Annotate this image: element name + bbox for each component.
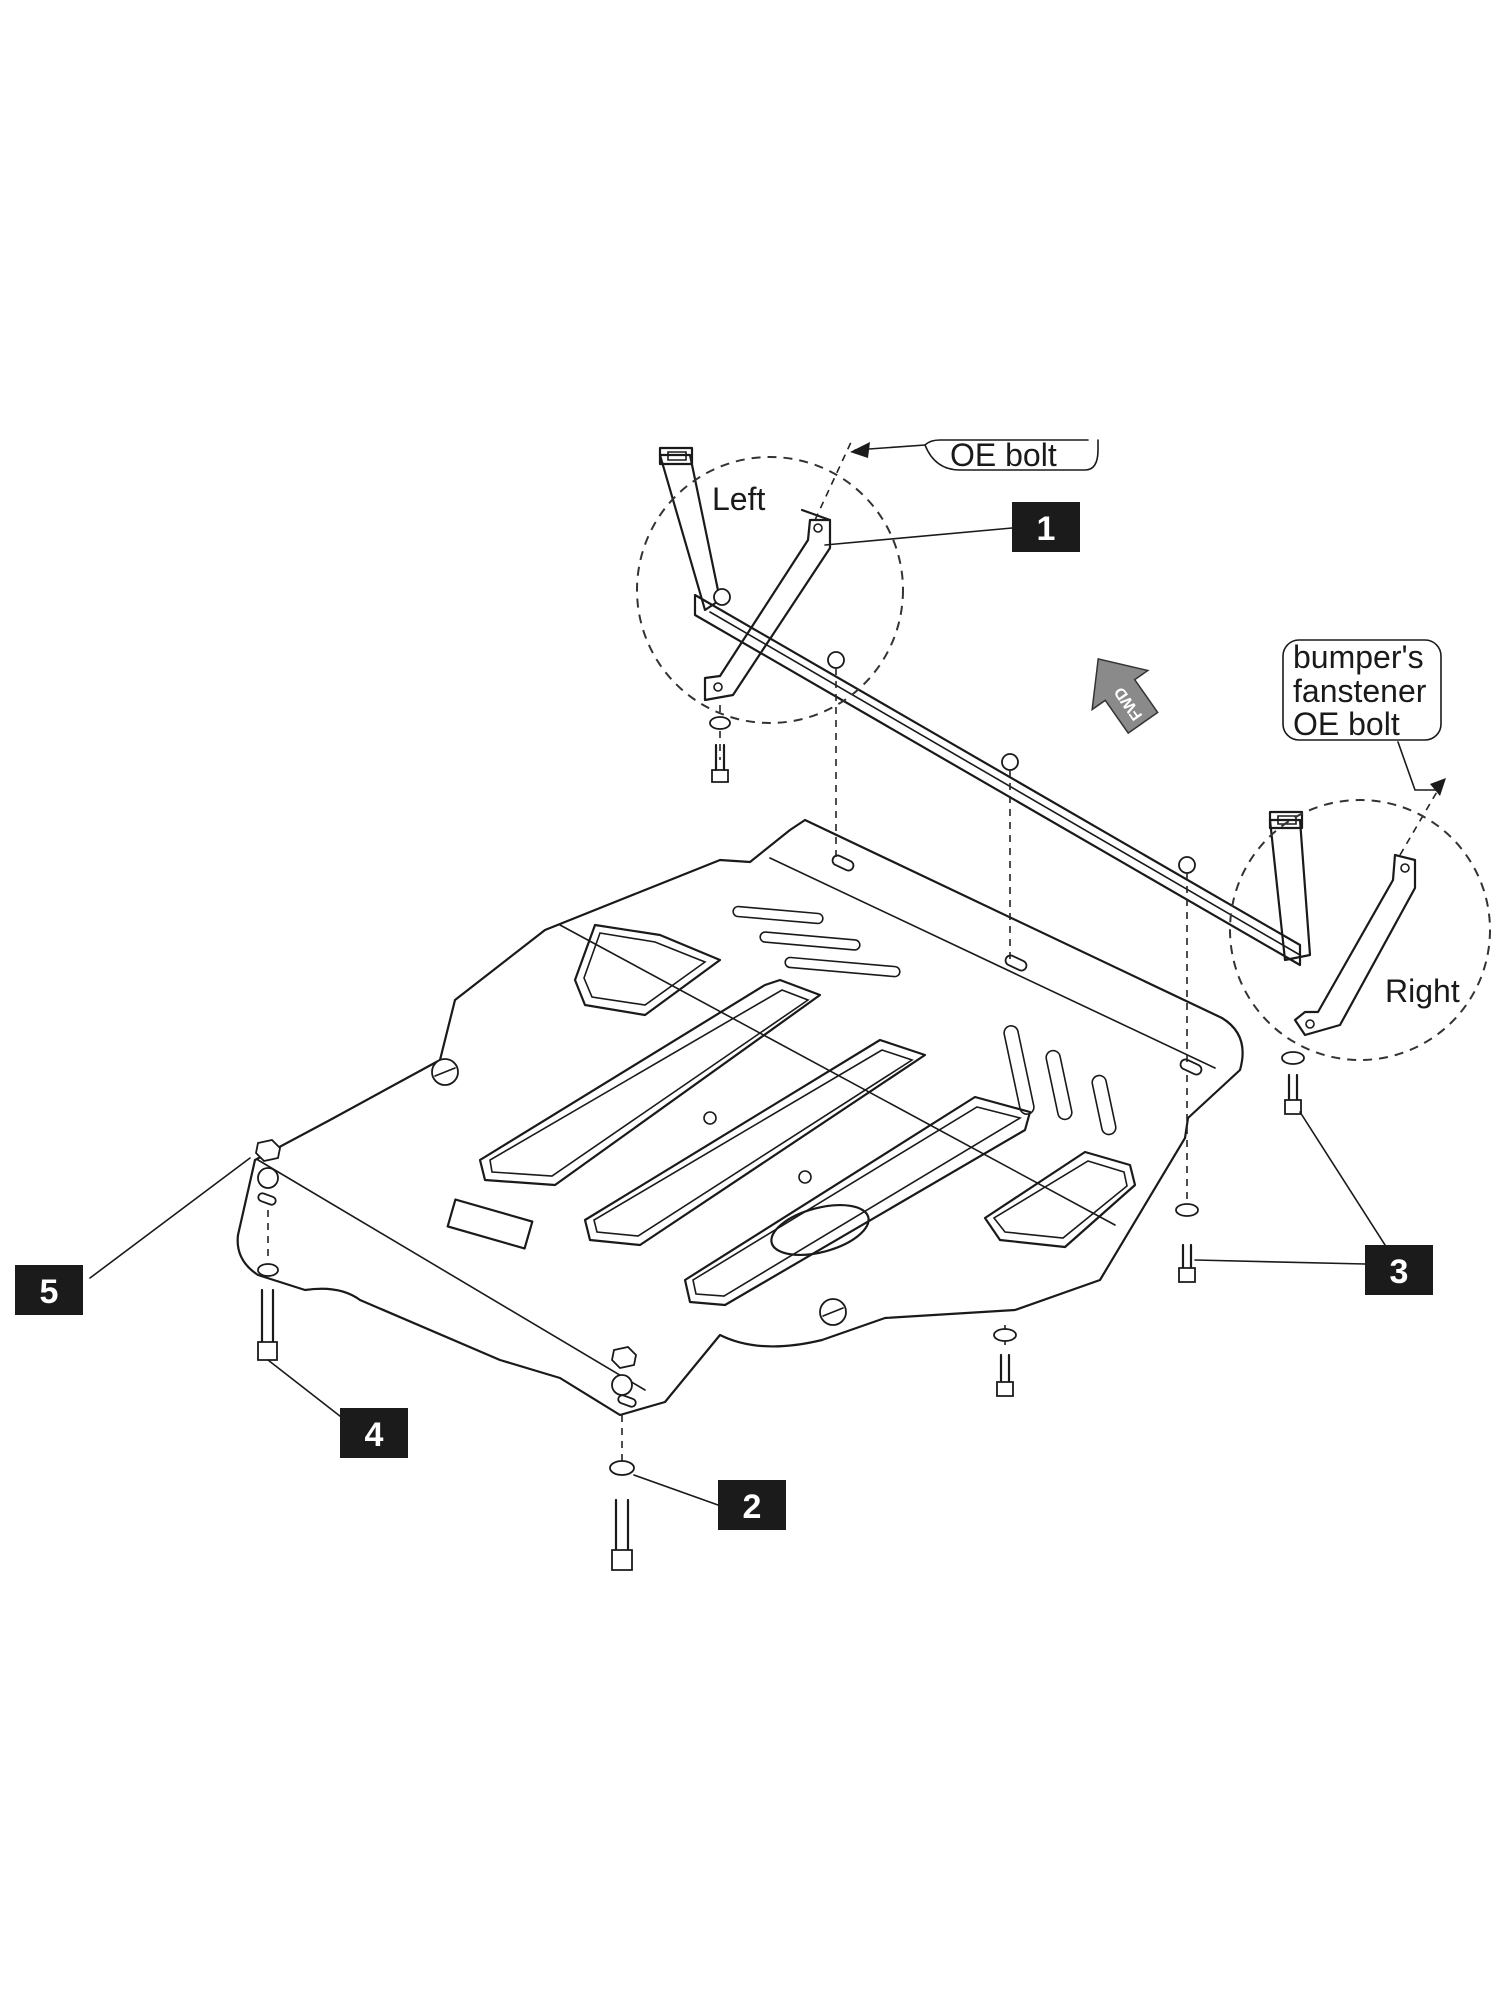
- oe-bolt-callout: OE bolt: [924, 437, 1099, 473]
- leader-lines: [89, 439, 1446, 1506]
- forward-arrow-icon: FWD: [1091, 657, 1159, 735]
- part-number-5: 5: [40, 1273, 59, 1311]
- part-number-3: 3: [1390, 1253, 1409, 1291]
- bumper-callout: bumper's fanstener OE bolt: [1282, 639, 1442, 742]
- right-label: Right: [1385, 973, 1460, 1009]
- cross-member: [658, 446, 1417, 1037]
- plate-mount-points: [257, 1058, 847, 1408]
- skid-plate: [236, 818, 1244, 1417]
- alignment-lines: [267, 439, 1439, 1465]
- oe-bolt-label: OE bolt: [950, 437, 1057, 473]
- left-label: Left: [712, 481, 765, 517]
- part-tag-2: 2: [718, 1480, 786, 1530]
- bumper-label-1: bumper's: [1293, 639, 1424, 675]
- part-tag-1: 1: [1012, 502, 1080, 552]
- bumper-label-3: OE bolt: [1293, 706, 1400, 742]
- bumper-label-2: fanstener: [1293, 673, 1427, 709]
- part-number-1: 1: [1037, 510, 1056, 548]
- part-number-4: 4: [365, 1416, 384, 1454]
- right-detail-circle: [1229, 799, 1491, 1061]
- part-tag-3: 3: [1365, 1245, 1433, 1295]
- fasteners: [255, 716, 1305, 1571]
- part-tag-4: 4: [340, 1408, 408, 1458]
- part-number-2: 2: [743, 1488, 762, 1526]
- part-tag-5: 5: [15, 1265, 83, 1315]
- left-detail-circle: [636, 456, 904, 724]
